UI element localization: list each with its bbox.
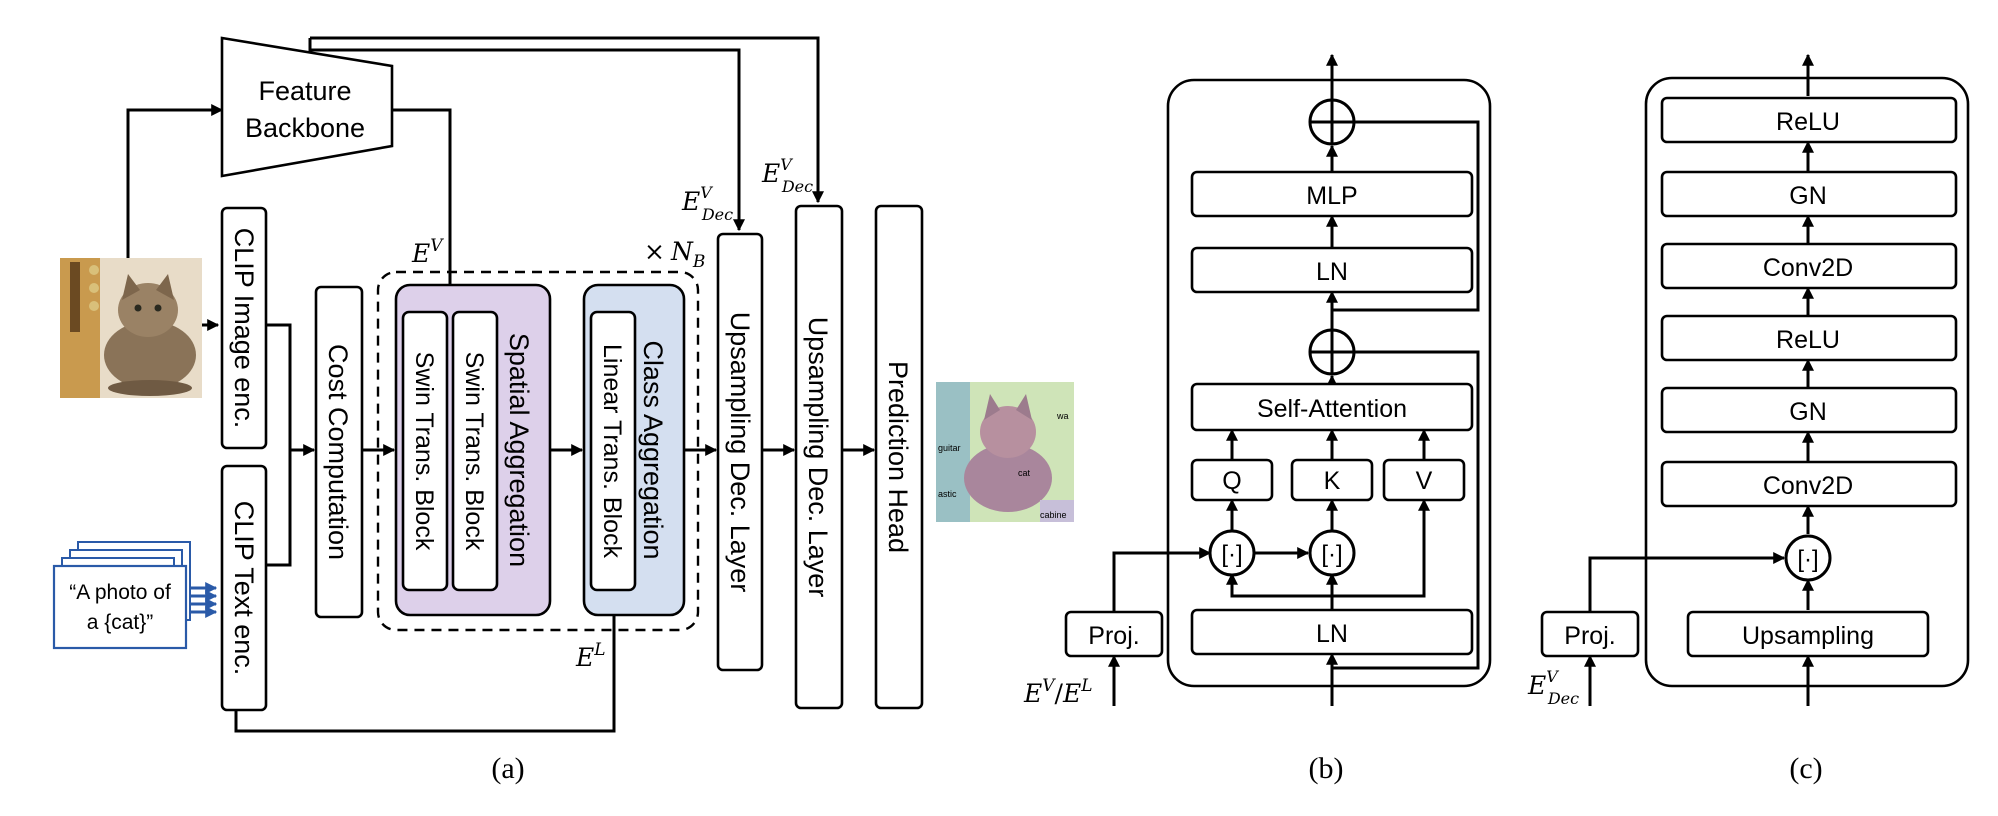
label-el: EL (575, 640, 606, 672)
seg-label-wall: wa (1056, 411, 1069, 421)
relu-mid-label: ReLU (1776, 326, 1840, 354)
upsampling-label: Upsampling (1742, 622, 1874, 650)
caption-b: (b) (1309, 752, 1344, 785)
repeat-block-region (376, 270, 700, 632)
cost-computation-label: Cost Computation (323, 344, 353, 560)
swin-block-2-label: Swin Trans. Block (460, 352, 488, 551)
residual-add-bottom (1308, 328, 1356, 376)
text-prompt-line-2: a {cat}” (87, 611, 154, 634)
spatial-aggregation: Spatial Aggregation Swin Trans. Block Sw… (394, 283, 552, 617)
output-segmentation-image: wa guitar cat astic cabine (936, 382, 1074, 522)
relu-top-box: ReLU (1660, 96, 1958, 144)
text-prompt-line-1: “A photo of (69, 581, 171, 604)
cost-computation: Cost Computation (314, 285, 364, 619)
concat-c: [·] (1784, 534, 1832, 582)
prediction-head: Prediction Head (874, 204, 924, 710)
swin-block-1-label: Swin Trans. Block (410, 352, 438, 551)
caption-c: (c) (1789, 752, 1822, 785)
clip-text-encoder: CLIP Text enc. (220, 464, 268, 712)
clip-text-encoder-label: CLIP Text enc. (229, 501, 259, 676)
text-prompt-stack: “A photo of a {cat}” (52, 541, 191, 650)
seg-label-plastic: astic (938, 489, 957, 499)
panel-a: Feature Backbone CLIP Image enc. CL (52, 36, 1074, 785)
upsampling-box: Upsampling (1686, 610, 1930, 658)
proj-box-c: Proj. (1540, 610, 1640, 658)
panel-c-connectors (1584, 53, 1814, 706)
feature-backbone-label-2: Backbone (245, 113, 365, 143)
seg-label-cabinet: cabine (1040, 510, 1067, 520)
proj-c-label: Proj. (1564, 622, 1615, 650)
prediction-head-label: Prediction Head (883, 361, 913, 553)
panel-c: ReLU GN Conv2D ReLU GN Conv2D [·] Upsam (1527, 53, 1970, 785)
residual-add-top (1308, 98, 1356, 146)
conv2d-bottom-box: Conv2D (1660, 460, 1958, 508)
spatial-aggregation-label: Spatial Aggregation (504, 333, 534, 567)
clip-image-encoder: CLIP Image enc. (220, 206, 268, 450)
conv2d-bottom-label: Conv2D (1763, 472, 1853, 500)
clip-image-encoder-label: CLIP Image enc. (229, 228, 259, 429)
gn-mid-box: GN (1660, 386, 1958, 434)
panel-b: MLP LN Self-Attention Q K V [·] [·] (1023, 53, 1492, 785)
ln-bottom-label: LN (1316, 620, 1348, 648)
upsampling-layer-2: Upsampling Dec. Layer (794, 204, 844, 710)
upsampling-layer-1-label: Upsampling Dec. Layer (725, 312, 755, 593)
upsampling-layer-2-label: Upsampling Dec. Layer (803, 317, 833, 598)
v-label: V (1416, 467, 1433, 495)
q-box: Q (1190, 458, 1274, 502)
conv2d-top-label: Conv2D (1763, 254, 1853, 282)
panel-b-input-label: EV/EL (1023, 676, 1093, 708)
concat-2: [·] (1308, 529, 1356, 577)
proj-b-label: Proj. (1088, 622, 1139, 650)
v-box: V (1382, 458, 1466, 502)
relu-top-label: ReLU (1776, 108, 1840, 136)
gn-top-label: GN (1789, 182, 1827, 210)
relu-mid-box: ReLU (1660, 314, 1958, 362)
ln-bottom-box: LN (1190, 608, 1474, 656)
class-aggregation-label: Class Aggregation (638, 340, 668, 559)
panel-b-frame (1166, 78, 1492, 688)
upsampling-layer-1: Upsampling Dec. Layer (716, 232, 764, 672)
mlp-box: MLP (1190, 170, 1474, 218)
repeat-count-label: ×NB (644, 237, 705, 272)
gn-top-box: GN (1660, 170, 1958, 218)
panel-b-connectors (1108, 53, 1480, 706)
feature-backbone-label-1: Feature (258, 76, 351, 106)
label-ev: EV (411, 236, 444, 268)
caption-a: (a) (491, 752, 524, 785)
seg-label-cat: cat (1018, 468, 1031, 478)
concat-c-label: [·] (1797, 546, 1818, 573)
gn-mid-label: GN (1789, 398, 1827, 426)
linear-block-label: Linear Trans. Block (598, 344, 626, 558)
k-box: K (1290, 458, 1374, 502)
concat-1-label: [·] (1221, 541, 1242, 568)
ln-top-label: LN (1316, 258, 1348, 286)
input-cat-image (60, 258, 202, 398)
k-label: K (1324, 467, 1341, 495)
conv2d-top-box: Conv2D (1660, 242, 1958, 290)
class-aggregation: Class Aggregation Linear Trans. Block (582, 283, 686, 617)
self-attention-box: Self-Attention (1190, 382, 1474, 432)
self-attention-label: Self-Attention (1257, 395, 1407, 423)
concat-2-label: [·] (1321, 541, 1342, 568)
ln-top-box: LN (1190, 246, 1474, 294)
feature-backbone: Feature Backbone (220, 36, 394, 178)
mlp-label: MLP (1306, 182, 1357, 210)
proj-box-b: Proj. (1064, 610, 1164, 658)
q-label: Q (1222, 467, 1241, 495)
seg-label-guitar: guitar (938, 443, 961, 453)
concat-1: [·] (1208, 529, 1256, 577)
